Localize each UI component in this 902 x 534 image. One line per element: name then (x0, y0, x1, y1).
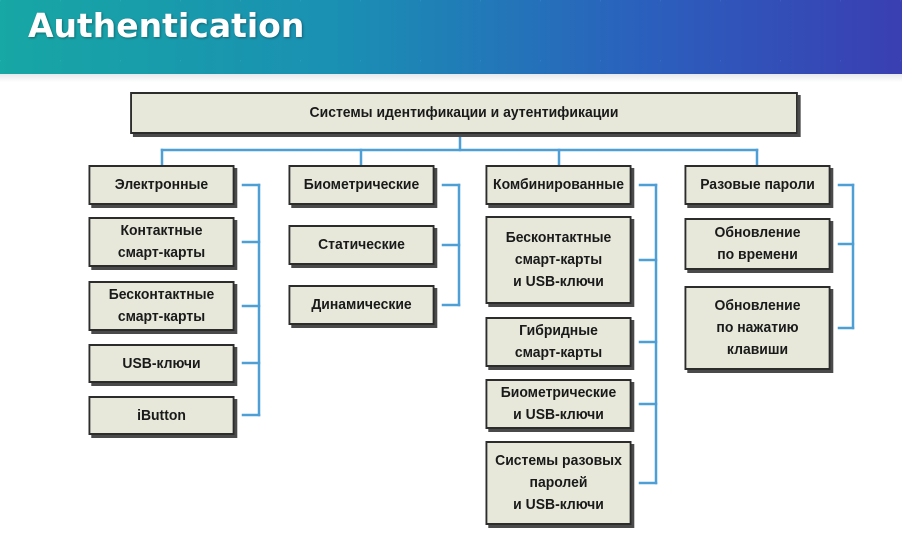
slide-title: Authentication (28, 6, 305, 45)
leaf-node-contactless-cards-and-usb: Бесконтактные смарт-карты и USB-ключи (485, 216, 632, 304)
leaf-node-usb-keys: USB-ключи (88, 344, 235, 383)
leaf-node-dynamic: Динамические (288, 285, 435, 325)
leaf-node-ibutton: iButton (88, 396, 235, 435)
category-node-combined: Комбинированные (485, 165, 632, 205)
leaf-node-contactless-smart-cards: Бесконтактные смарт-карты (88, 281, 235, 331)
leaf-node-time-based-update: Обновление по времени (684, 218, 831, 270)
header-divider (0, 74, 902, 82)
category-node-one-time-passwords: Разовые пароли (684, 165, 831, 205)
leaf-node-contact-smart-cards: Контактные смарт-карты (88, 217, 235, 267)
leaf-node-keypress-update: Обновление по нажатию клавиши (684, 286, 831, 370)
root-node: Системы идентификации и аутентификации (130, 92, 798, 134)
category-node-biometric: Биометрические (288, 165, 435, 205)
category-node-electronic: Электронные (88, 165, 235, 205)
leaf-node-hybrid-smart-cards: Гибридные смарт-карты (485, 317, 632, 367)
leaf-node-otp-systems-and-usb: Системы разовых паролей и USB-ключи (485, 441, 632, 525)
leaf-node-static: Статические (288, 225, 435, 265)
slide-header: Authentication (0, 0, 902, 74)
leaf-node-biometric-and-usb: Биометрические и USB-ключи (485, 379, 632, 429)
